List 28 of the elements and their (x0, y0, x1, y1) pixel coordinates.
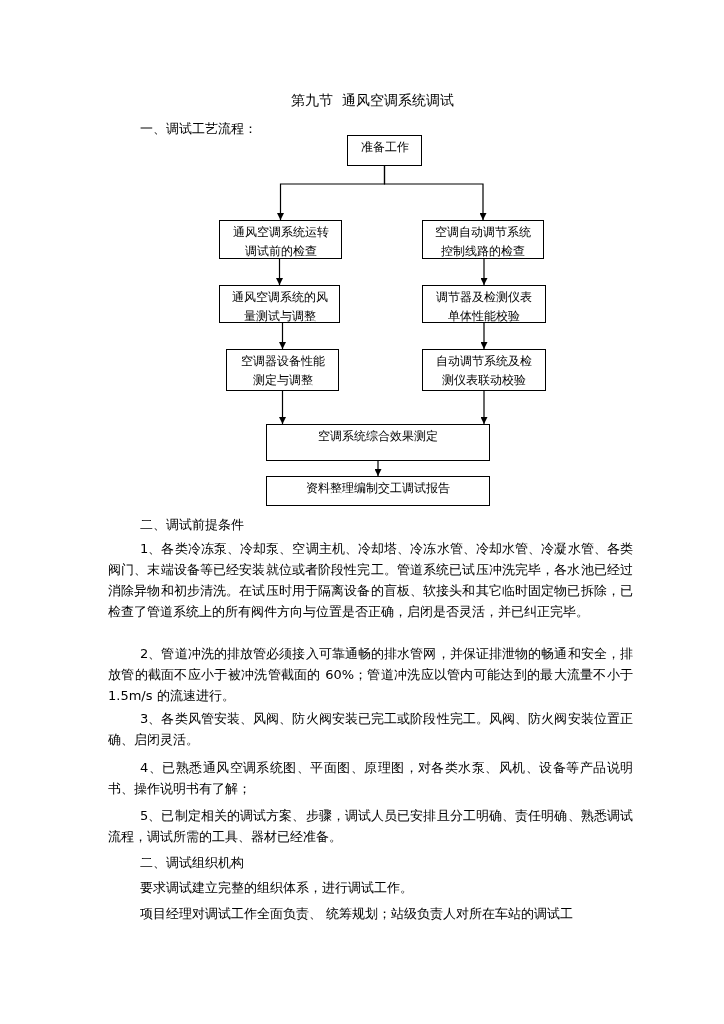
process-box: 通风空调系统运转调试前的检查 (219, 220, 342, 259)
paragraph: 5、已制定相关的调试方案、步骤，调试人员已安排且分工明确、责任明确、熟悉调试流程，调试所需的工具、器材已经准备。 (108, 807, 633, 846)
arrow (480, 322, 488, 350)
paragraph: 2、管道冲洗的排放管必须接入可靠通畅的排水管网，并保证排泄物的畅通和安全，排放管的截面不应小于被冲洗管截面的 60%；管道冲洗应以管内可能达到的最大流量不小于 1.5m/s 的流速进行。 (108, 645, 633, 705)
arrow (279, 322, 286, 350)
arrow (279, 390, 286, 425)
process-box: 通风空调系统的风量测试与调整 (219, 285, 340, 323)
paragraph: 3、各类风管安装、风阀、防火阀安装已完工或阶段性完工。风阀、防火阀安装位置正确、启闭灵活。 (108, 710, 633, 749)
process-box: 自动调节系统及检测仪表联动校验 (422, 349, 546, 391)
paragraph: 4、已熟悉通风空调系统图、平面图、原理图，对各类水泵、风机、设备等产品说明书、操作说明书有了解； (108, 759, 633, 798)
process-box: 准备工作 (347, 135, 422, 166)
arrow (383, 165, 487, 221)
section-heading: 二、调试前提条件 (140, 516, 244, 534)
title: 第九节 通风空调系统调试 (291, 91, 454, 110)
arrow (480, 390, 488, 425)
process-box: 资料整理编制交工调试报告 (266, 476, 490, 506)
process-box: 空调自动调节系统控制线路的检查 (422, 220, 544, 259)
arrow (374, 460, 382, 477)
arrow (276, 258, 283, 286)
section-heading: 二、调试组织机构 (140, 854, 244, 872)
paragraph: 项目经理对调试工作全面负责、 统筹规划；站级负责人对所在车站的调试工 (140, 905, 574, 923)
paragraph: 要求调试建立完整的组织体系，进行调试工作。 (140, 879, 413, 897)
section-heading: 一、调试工艺流程： (140, 120, 257, 138)
process-box: 空调系统综合效果测定 (266, 424, 490, 461)
process-box: 调节器及检测仪表单体性能校验 (422, 285, 546, 323)
process-box: 空调器设备性能测定与调整 (226, 349, 339, 391)
paragraph: 1、各类冷冻泵、冷却泵、空调主机、冷却塔、冷冻水管、冷却水管、冷凝水管、各类阀门、末端设备等已经安装就位或者阶段性完工。管道系统已试压冲洗完毕，各水池已经过消除异物和初步清洗。在试压时用于隔离设备的盲板、软接头和其它临时固定物已拆除，已检查了管道系统上的所有阀件方向与位置是否正确，启闭是否灵活，并已纠正完毕。 (108, 540, 633, 621)
arrow (480, 258, 488, 286)
